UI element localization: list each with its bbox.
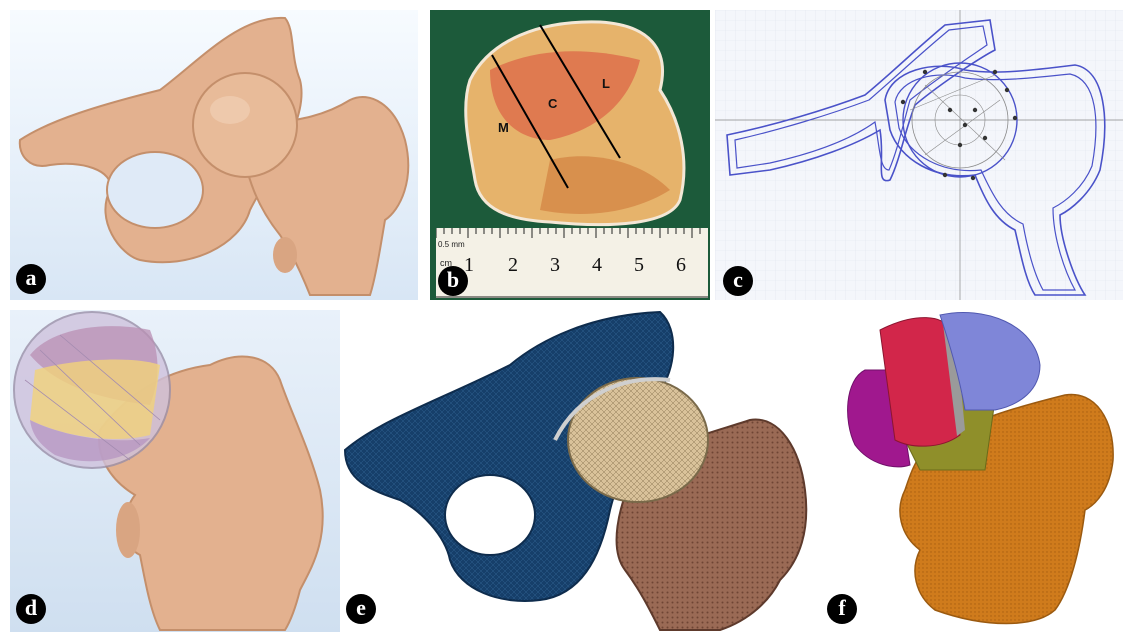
finite-element-mesh-model bbox=[340, 310, 820, 632]
panel-label-e: e bbox=[346, 594, 376, 624]
panel-label-f: f bbox=[827, 594, 857, 624]
hip-joint-3d-model bbox=[10, 10, 418, 300]
panel-a-bone-model: a bbox=[10, 10, 418, 300]
ruler-number-4: 4 bbox=[592, 254, 602, 277]
ruler-number-3: 3 bbox=[550, 254, 560, 277]
panel-d-segmented-femur: d bbox=[10, 310, 340, 632]
ruler: 0.5 mm cm 1 2 3 4 5 6 bbox=[436, 228, 708, 298]
femur-with-head-zones bbox=[10, 310, 340, 632]
panel-f-segmented-fe-femur: f bbox=[825, 310, 1125, 632]
ruler-number-5: 5 bbox=[634, 254, 644, 277]
ruler-number-2: 2 bbox=[508, 254, 518, 277]
zone-label-l: L bbox=[602, 76, 610, 91]
head-zone-central bbox=[30, 360, 160, 439]
lesser-trochanter bbox=[273, 237, 297, 273]
zone-label-m: M bbox=[498, 120, 509, 135]
zone-label-c: C bbox=[548, 96, 557, 111]
ruler-number-6: 6 bbox=[676, 254, 686, 277]
ruler-ticks bbox=[436, 228, 708, 298]
femoral-head-mesh bbox=[568, 378, 708, 502]
panel-label-d: d bbox=[16, 594, 46, 624]
obturator-foramen-mesh bbox=[445, 475, 535, 555]
panel-c-cad-outline: c bbox=[715, 10, 1123, 300]
panel-label-a: a bbox=[16, 264, 46, 294]
panel-label-b: b bbox=[438, 266, 468, 296]
cad-drawing bbox=[715, 10, 1123, 300]
panel-b-specimen-photo: M C L 0.5 mm cm 1 2 3 4 bbox=[430, 10, 710, 300]
panel-label-c: c bbox=[723, 266, 753, 296]
panel-e-fe-mesh: e bbox=[340, 310, 820, 632]
femoral-head bbox=[193, 73, 297, 177]
segmented-femoral-head-model bbox=[825, 310, 1125, 632]
ruler-unit-mm: 0.5 mm bbox=[438, 240, 465, 249]
obturator-foramen bbox=[107, 152, 203, 228]
